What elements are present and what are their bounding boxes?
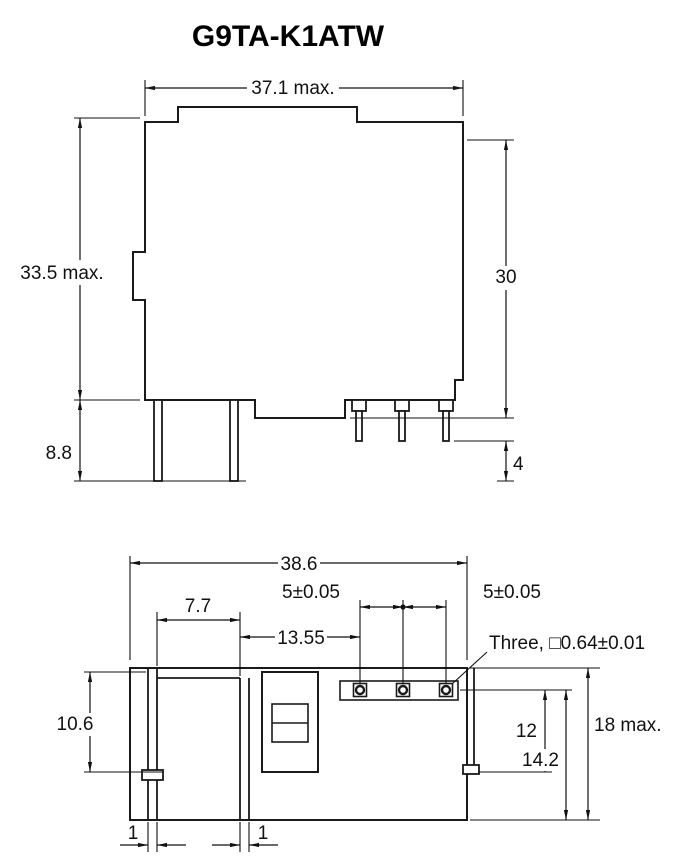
dim-offset-2: 13.55	[240, 627, 360, 649]
dim-label-offset-2: 13.55	[277, 628, 325, 649]
dim-terminal-length: 4	[454, 440, 524, 482]
dim-label-height-case: 30	[495, 267, 516, 288]
dim-thickness-2: 1	[212, 822, 278, 852]
dim-label-height-3: 14.2	[522, 750, 559, 771]
pin-left-1	[153, 399, 163, 482]
relay-side-outline	[132, 106, 464, 419]
dim-width-top: 37.1 max.	[144, 77, 464, 116]
terminal-pin-1	[354, 684, 366, 696]
flange-right	[462, 668, 480, 775]
dim-label-terminal-length: 4	[513, 454, 524, 475]
dim-label-offset-1: 7.7	[185, 596, 211, 617]
dim-height-case: 30	[350, 139, 520, 419]
dim-label-width-bottom: 38.6	[281, 554, 318, 575]
dim-offset-1: 7.7	[156, 596, 241, 676]
dim-label-pitch-2: 5±0.05	[483, 582, 541, 603]
dim-height-3: 14.2	[515, 690, 569, 820]
dim-height-2: 12	[460, 689, 572, 773]
dim-label-height-1: 10.6	[57, 714, 94, 735]
dim-label-height-2: 12	[516, 721, 537, 742]
terminal-strip	[339, 680, 459, 701]
dim-label-height-overall: 33.5 max.	[20, 263, 103, 284]
dim-pin-length: 8.8	[46, 400, 246, 482]
terminal-pins-side	[351, 399, 454, 442]
dim-width-bottom: 38.6	[129, 552, 468, 660]
pin-left-2	[229, 399, 239, 482]
side-view-drawing: 37.1 max. 33.5 max. 30 8.8	[18, 77, 524, 482]
terminal-pin-2	[397, 684, 409, 696]
dim-label-width-top: 37.1 max.	[251, 78, 334, 99]
dim-thickness-1: 1	[120, 822, 186, 852]
connector-housing	[261, 671, 319, 773]
drawing-title: G9TA-K1ATW	[192, 20, 385, 53]
front-view-drawing: 38.6 5±0.05 5±0.05 7.7 13.55	[54, 552, 662, 852]
dim-label-thickness-2: 1	[258, 823, 269, 844]
bracket-left	[141, 668, 250, 820]
dim-terminal-pitch: 5±0.05 5±0.05	[282, 582, 541, 683]
dim-height-overall: 33.5 max.	[18, 117, 140, 401]
terminal-note-label: Three, □0.64±0.01	[489, 633, 645, 654]
dim-label-height-4: 18 max.	[594, 715, 662, 736]
dim-height-4: 18 max.	[470, 667, 662, 821]
terminal-note: Three, □0.64±0.01	[451, 633, 645, 685]
dim-height-1: 10.6	[54, 671, 163, 773]
dim-label-pin-length: 8.8	[46, 443, 72, 464]
dim-label-pitch-1: 5±0.05	[282, 582, 340, 603]
terminal-pin-3	[440, 684, 452, 696]
dim-label-thickness-1: 1	[128, 823, 139, 844]
